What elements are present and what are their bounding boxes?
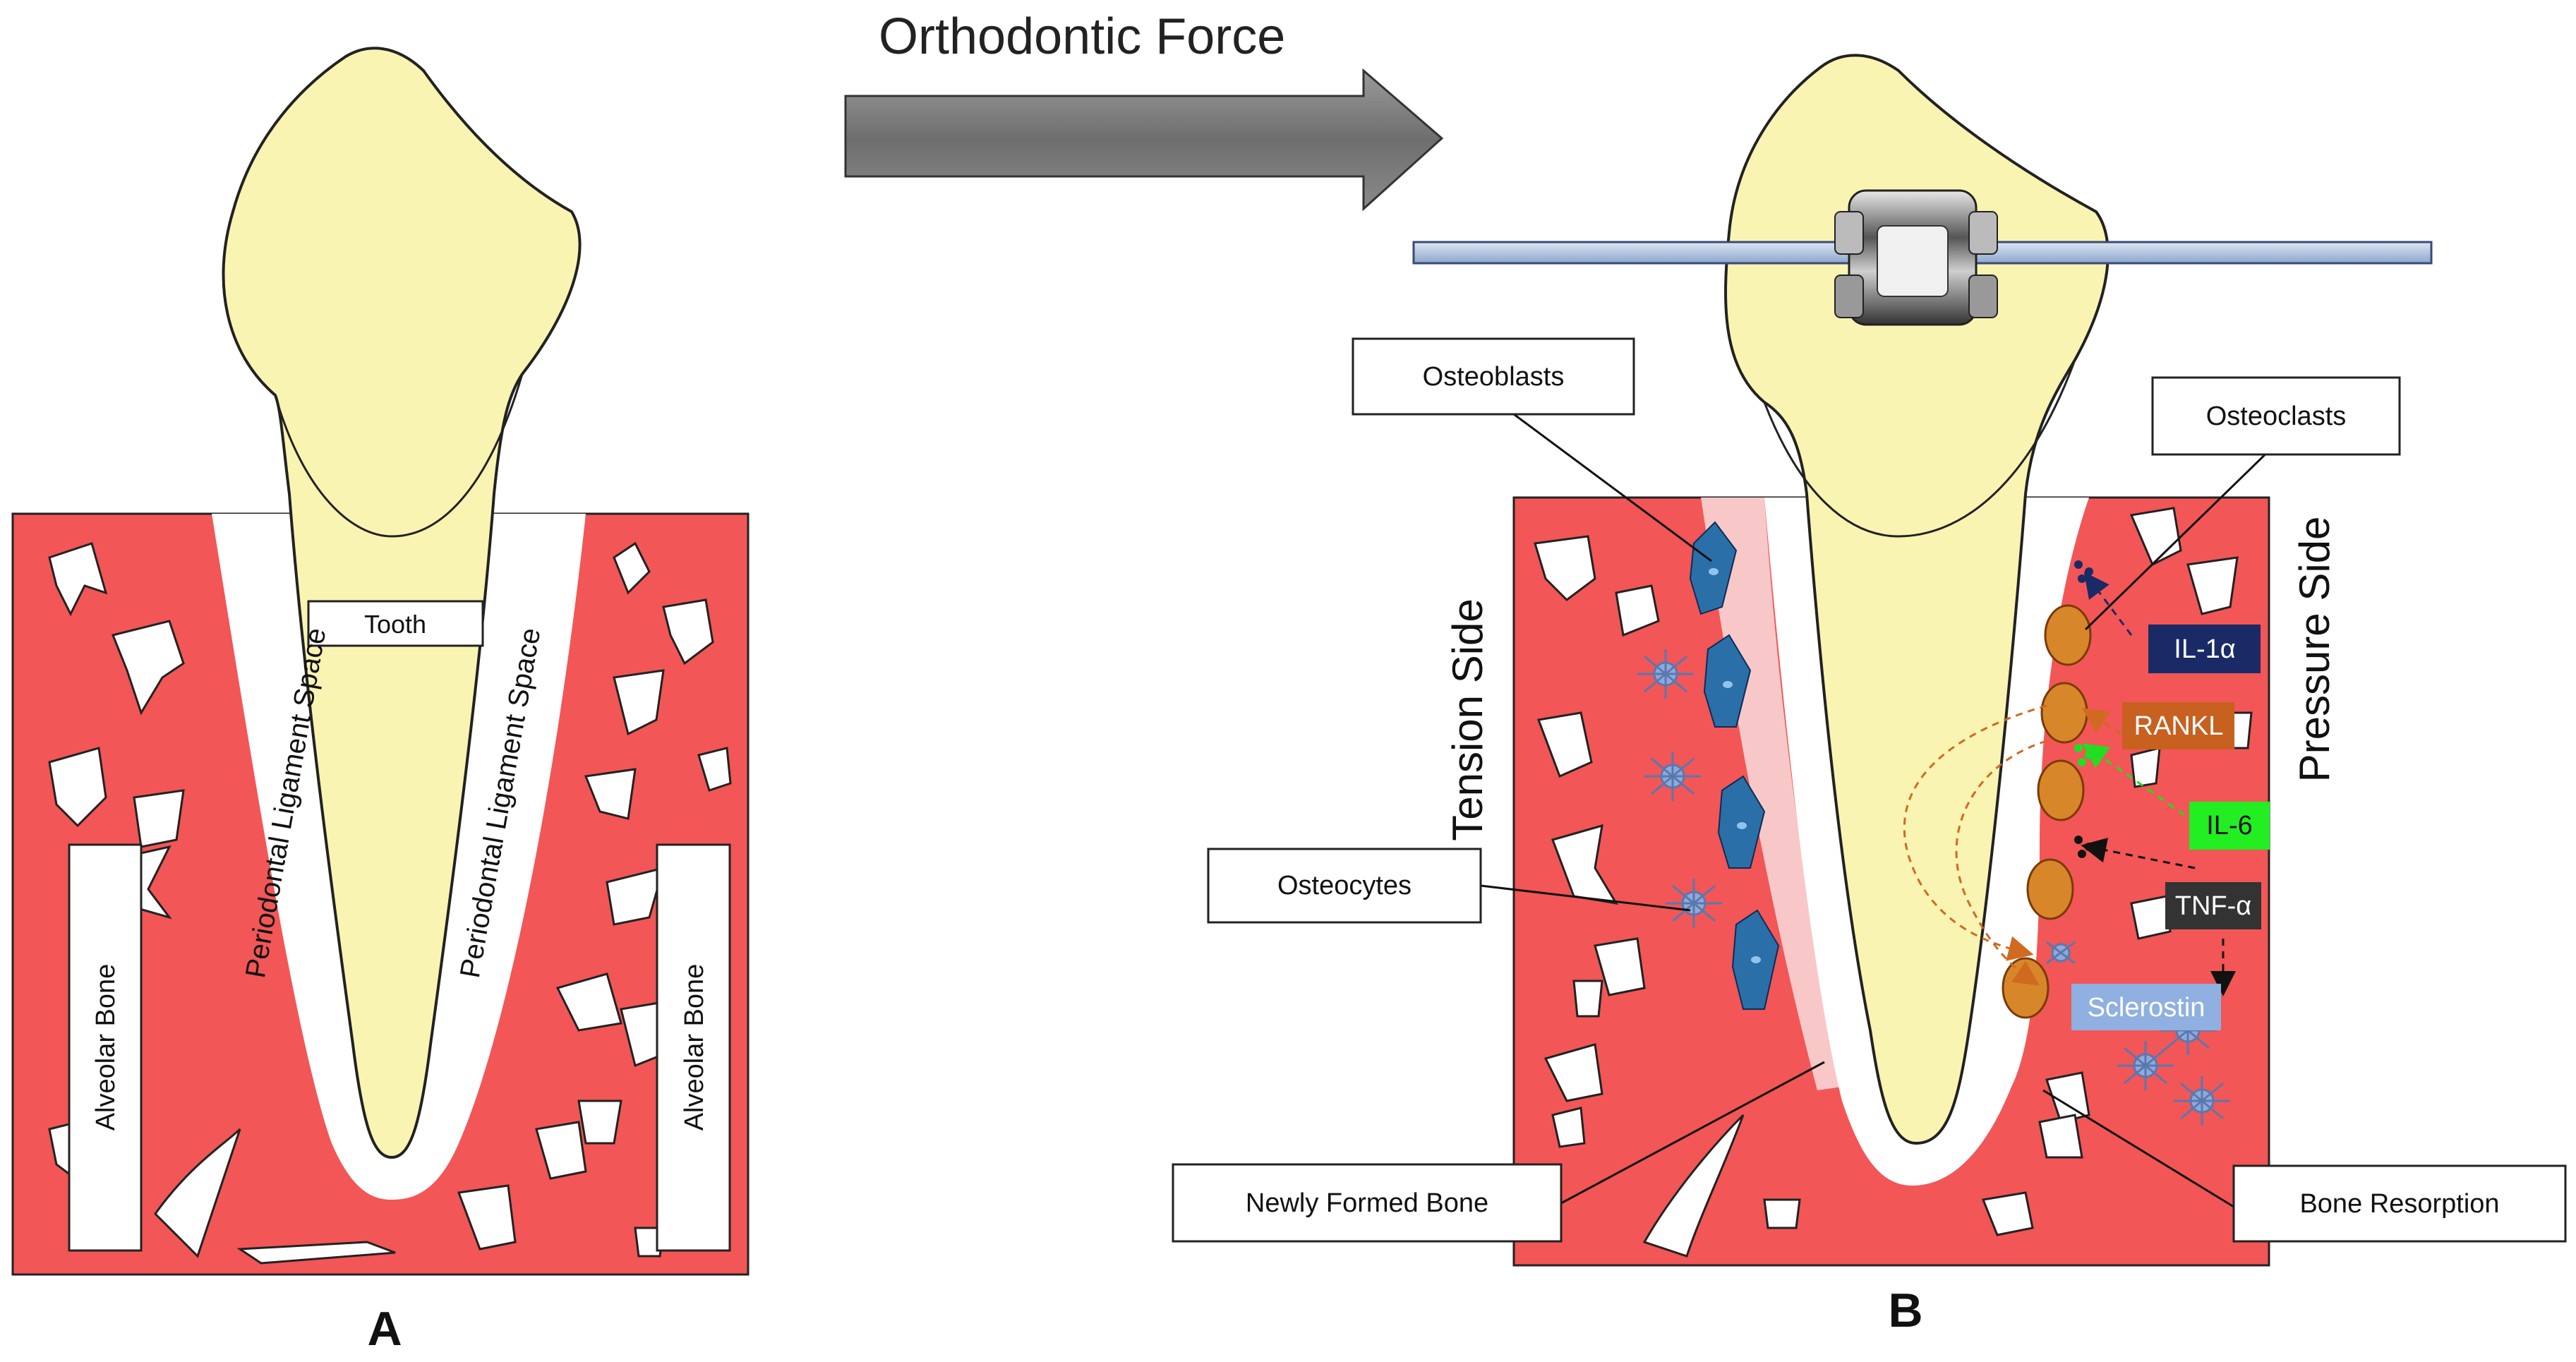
- tooth-label: Tooth: [364, 610, 426, 639]
- factor-sclerostin: Sclerostin: [2071, 984, 2221, 1030]
- callout-lines: [1480, 413, 2278, 1208]
- osteoclasts-box: [2151, 376, 2401, 456]
- alveolar-bone-right-box: [656, 843, 731, 1252]
- rankl-label: RANKL: [2134, 711, 2224, 741]
- osteocytes-box: [1207, 848, 1482, 924]
- osteocyte-cell: [2117, 1041, 2174, 1090]
- factor-tnfa: TNF-α: [2165, 882, 2261, 929]
- rankl-box: [2122, 702, 2234, 749]
- force-arrow-icon: [844, 68, 1444, 212]
- alveolar-bone-left-box: [68, 843, 143, 1252]
- il1a-label: IL-1α: [2174, 634, 2235, 664]
- callout-osteoblasts: Osteoblasts: [1352, 337, 1635, 416]
- tooth-b: [1724, 54, 2109, 1145]
- osteoclasts-label: Osteoclasts: [2206, 402, 2347, 431]
- alveolar-bone-right-label: Alveolar Bone: [680, 964, 709, 1131]
- bone-resorption-box: [2232, 1164, 2567, 1243]
- crown-line-a: [274, 373, 524, 538]
- sclerostin-label: Sclerostin: [2088, 993, 2205, 1023]
- osteocyte-cell: [1666, 879, 1722, 928]
- osteoblast-cell: [1717, 775, 1766, 869]
- panel-b: IL-1α RANKL IL-6 TNF-α Sclerostin Tensio…: [1172, 54, 2567, 1337]
- bone-resorption-label: Bone Resorption: [2299, 1189, 2499, 1219]
- newly-formed-bone-label: Newly Formed Bone: [1246, 1188, 1488, 1218]
- osteocyte-cell: [1644, 752, 1701, 801]
- crown-line-b: [1763, 359, 2076, 538]
- osteoblasts-label: Osteoblasts: [1423, 362, 1565, 392]
- osteocyte-cell: [2046, 941, 2076, 965]
- orthodontic-force-group: Orthodontic Force: [844, 8, 1444, 212]
- panel-a: Tooth Periodontal Ligament Space Periodo…: [11, 47, 750, 1356]
- osteoblast-cell: [1703, 634, 1752, 728]
- pressure-side-label: Pressure Side: [2291, 517, 2338, 783]
- osteoclast-cell: [2040, 682, 2088, 744]
- osteocytes-label: Osteocytes: [1277, 871, 1412, 900]
- osteoblasts-box: [1352, 337, 1635, 416]
- signal-arrows: [1903, 572, 2236, 996]
- tooth-label-box: [307, 600, 484, 647]
- osteoclast-cell: [2026, 858, 2074, 920]
- sclerostin-box: [2071, 984, 2221, 1030]
- tension-side-label: Tension Side: [1444, 598, 1491, 841]
- osteocyte-cell: [1637, 649, 1694, 699]
- orthodontic-force-label: Orthodontic Force: [879, 8, 1285, 65]
- callout-newly-formed-bone: Newly Formed Bone: [1172, 1163, 1563, 1243]
- tnfa-box: [2165, 882, 2261, 929]
- osteoclast-cell: [2037, 759, 2085, 821]
- tnfa-label: TNF-α: [2175, 891, 2252, 921]
- callout-bone-resorption: Bone Resorption: [2232, 1164, 2567, 1243]
- osteoclast-cell: [2002, 957, 2050, 1019]
- panel-b-letter: B: [1888, 1284, 1922, 1337]
- il6-box: [2189, 802, 2270, 850]
- osteoblast-cells: [1689, 521, 1780, 1010]
- bracket-icon: [1834, 189, 1998, 326]
- alveolar-bone-left-label: Alveolar Bone: [91, 964, 121, 1131]
- callout-osteocytes: Osteocytes: [1207, 848, 1482, 924]
- osteocyte-cell: [2174, 1076, 2230, 1126]
- il6-label: IL-6: [2206, 811, 2252, 840]
- factor-il6: IL-6: [2189, 802, 2270, 850]
- osteoclast-cell: [2044, 604, 2092, 666]
- newly-formed-bone-box: [1172, 1163, 1563, 1243]
- callout-osteoclasts: Osteoclasts: [2151, 376, 2401, 456]
- cytokine-dots: [2074, 560, 2093, 858]
- factor-rankl: RANKL: [2122, 702, 2234, 749]
- osteoblast-cell: [1689, 521, 1738, 615]
- panel-a-letter: A: [367, 1302, 402, 1356]
- factor-il1a: IL-1α: [2148, 625, 2261, 673]
- il1a-box: [2148, 625, 2261, 673]
